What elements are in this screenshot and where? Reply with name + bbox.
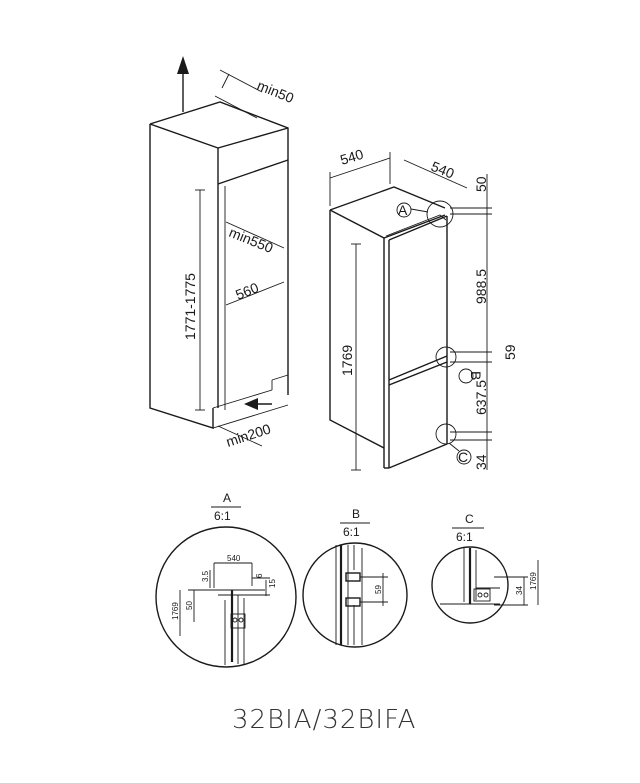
detail-c-bottom: 34 — [515, 586, 524, 595]
appliance-height: 1769 — [339, 345, 355, 376]
detail-a-overlap: 15 — [268, 579, 277, 588]
dim-top-gap: 50 — [473, 176, 489, 192]
detail-a-letter: A — [223, 491, 231, 505]
detail-b-letter: B — [352, 507, 360, 521]
detail-b: B 6:1 59 — [302, 507, 408, 648]
detail-c-letter: C — [465, 512, 474, 526]
detail-b-gap: 59 — [374, 585, 383, 594]
detail-a-gap: 3.5 — [201, 570, 210, 582]
niche-depth-min: min550 — [227, 224, 276, 256]
detail-a-top: 50 — [185, 601, 194, 610]
appliance-depth: 540 — [429, 158, 457, 182]
niche-width: 560 — [233, 279, 261, 303]
dim-mid-gap: 59 — [502, 344, 518, 360]
appliance-drawing: 540 540 1769 50 988.5 59 637.5 34 A B C — [329, 146, 518, 471]
niche-vent-min: min200 — [224, 420, 273, 449]
callout-c: C — [458, 449, 468, 465]
detail-a-scale: 6:1 — [214, 509, 231, 523]
detail-a-offset: 6 — [255, 573, 264, 578]
niche-drawing: min50 1771-1775 min550 560 min200 — [149, 56, 297, 450]
niche-height-range: 1771-1775 — [182, 273, 198, 340]
niche-top-clearance: min50 — [255, 77, 297, 106]
dim-bottom-gap: 34 — [473, 454, 489, 470]
model-name: 32BIA/32BIFA — [232, 705, 416, 735]
detail-c-height: 1769 — [529, 572, 538, 590]
detail-a-width: 540 — [227, 554, 241, 563]
detail-a: A 6:1 540 3.5 6 15 50 1769 — [155, 491, 297, 668]
dim-upper-door: 988.5 — [473, 269, 489, 304]
detail-c: C 6:1 34 1769 — [431, 512, 539, 624]
detail-b-scale: 6:1 — [343, 525, 360, 539]
dim-lower-door: 637.5 — [473, 380, 489, 415]
callout-b: B — [468, 371, 484, 380]
appliance-width: 540 — [338, 146, 365, 168]
callout-a: A — [398, 202, 408, 218]
detail-a-height: 1769 — [171, 602, 180, 620]
detail-c-scale: 6:1 — [456, 530, 473, 544]
